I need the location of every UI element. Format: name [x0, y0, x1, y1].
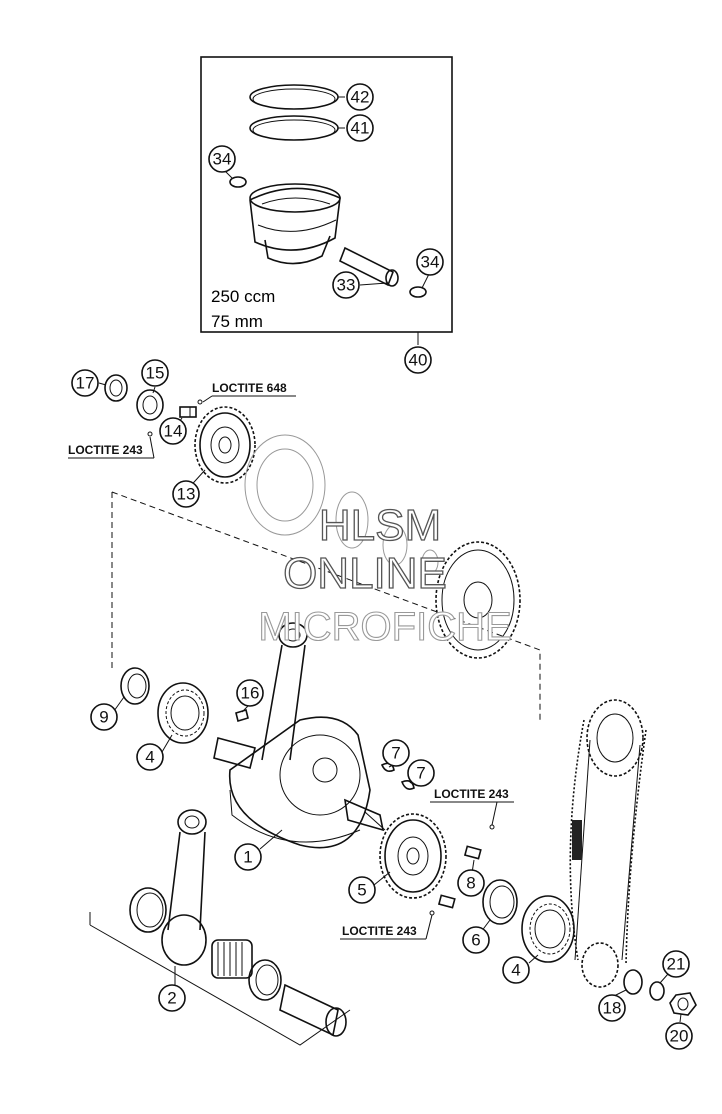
loctite-243-right-callout: LOCTITE 243 — [430, 787, 514, 826]
callout-1[interactable]: 1 — [234, 843, 262, 871]
callout-16[interactable]: 16 — [236, 679, 264, 707]
svg-text:41: 41 — [351, 119, 370, 138]
svg-text:1: 1 — [243, 848, 252, 867]
svg-text:40: 40 — [409, 351, 428, 370]
svg-text:20: 20 — [670, 1027, 689, 1046]
svg-text:7: 7 — [416, 764, 425, 783]
piston-ring-upper — [249, 84, 339, 110]
loctite-243-right-label: LOCTITE 243 — [434, 787, 509, 801]
callout-21[interactable]: 21 — [662, 950, 690, 978]
crankshaft-gear — [379, 813, 447, 899]
svg-text:9: 9 — [99, 708, 108, 727]
piston-pin-clip-left — [229, 176, 247, 188]
callout-5[interactable]: 5 — [348, 876, 376, 904]
piston-pin — [338, 246, 399, 287]
main-bearing-right — [521, 895, 575, 963]
svg-text:34: 34 — [213, 150, 232, 169]
watermark-line-3: MICROFICHE — [258, 605, 511, 649]
bore-label: 75 mm — [211, 312, 263, 331]
timing-chain-assembly — [569, 699, 647, 988]
callout-7-b[interactable]: 7 — [407, 759, 435, 787]
svg-text:18: 18 — [603, 999, 622, 1018]
loctite-648-callout: LOCTITE 648 — [202, 381, 296, 403]
thrust-washer — [482, 879, 518, 925]
callout-34-right[interactable]: 34 — [416, 248, 444, 276]
svg-text:7: 7 — [391, 744, 400, 763]
screw — [179, 406, 197, 418]
svg-text:17: 17 — [76, 374, 95, 393]
crank-oil-seal — [120, 667, 150, 705]
svg-text:16: 16 — [241, 684, 260, 703]
balancer-gear — [194, 406, 256, 484]
washer — [623, 969, 643, 995]
svg-text:4: 4 — [511, 961, 520, 980]
piston-kit-group: 250 ccm 75 mm — [200, 56, 453, 345]
callout-17[interactable]: 17 — [71, 369, 99, 397]
callout-9[interactable]: 9 — [90, 703, 118, 731]
main-bearing-left — [157, 682, 209, 744]
connecting-rod-kit — [89, 809, 351, 1046]
piston-kit-frame — [200, 56, 453, 333]
assembly-guide-lines — [111, 491, 541, 720]
callout-13[interactable]: 13 — [172, 480, 200, 508]
callout-34-left[interactable]: 34 — [208, 145, 236, 173]
callout-33[interactable]: 33 — [332, 271, 360, 299]
watermark: HLSM ONLINE MICROFICHE — [258, 500, 512, 649]
primary-driven-gear — [435, 541, 521, 659]
callout-41[interactable]: 41 — [346, 114, 374, 142]
woodruff-key-b — [400, 780, 415, 790]
callout-20[interactable]: 20 — [665, 1022, 693, 1050]
crankshaft — [213, 716, 386, 849]
oil-seal — [104, 374, 128, 402]
callout-7-a[interactable]: 7 — [382, 739, 410, 767]
callout-18[interactable]: 18 — [598, 994, 626, 1022]
piston — [249, 183, 341, 265]
svg-text:2: 2 — [167, 989, 176, 1008]
svg-text:8: 8 — [466, 874, 475, 893]
svg-text:15: 15 — [146, 364, 165, 383]
spring-washer — [649, 981, 665, 1001]
callout-4-right[interactable]: 4 — [502, 956, 530, 984]
callout-14[interactable]: 14 — [159, 417, 187, 445]
svg-text:4: 4 — [145, 748, 154, 767]
gear-screw-a — [463, 845, 482, 860]
svg-text:42: 42 — [351, 88, 370, 107]
loctite-243-bottom-callout: LOCTITE 243 — [340, 914, 433, 940]
balancer-bearing — [136, 389, 164, 421]
svg-text:34: 34 — [421, 253, 440, 272]
gear-screw-b — [437, 894, 456, 909]
callout-6[interactable]: 6 — [462, 926, 490, 954]
callout-4-left[interactable]: 4 — [136, 743, 164, 771]
displacement-label: 250 ccm — [211, 287, 275, 306]
loctite-243-left-label: LOCTITE 243 — [68, 443, 143, 457]
callout-2[interactable]: 2 — [158, 984, 186, 1012]
svg-text:14: 14 — [164, 422, 183, 441]
connecting-rod-installed — [261, 622, 308, 761]
callout-40[interactable]: 40 — [404, 346, 432, 374]
balancer-shaft-ghost — [244, 434, 439, 575]
svg-text:21: 21 — [667, 955, 686, 974]
watermark-line-2: ONLINE — [283, 549, 447, 598]
loctite-243-left-callout: LOCTITE 243 — [68, 436, 155, 459]
callout-42[interactable]: 42 — [346, 83, 374, 111]
piston-pin-clip-right — [409, 286, 427, 298]
svg-text:13: 13 — [177, 485, 196, 504]
nut — [669, 992, 697, 1016]
callout-15[interactable]: 15 — [141, 359, 169, 387]
callout-markers: 42 41 34 33 34 40 17 15 14 13 16 9 4 7 7… — [71, 83, 693, 1050]
callout-8[interactable]: 8 — [457, 869, 485, 897]
watermark-line-1: HLSM — [319, 501, 441, 550]
svg-text:6: 6 — [471, 931, 480, 950]
balancer-gear-group — [104, 374, 439, 575]
loctite-243-bottom-label: LOCTITE 243 — [342, 924, 417, 938]
svg-text:33: 33 — [337, 276, 356, 295]
piston-ring-lower — [249, 115, 339, 141]
svg-text:5: 5 — [357, 881, 366, 900]
loctite-648-label: LOCTITE 648 — [212, 381, 287, 395]
